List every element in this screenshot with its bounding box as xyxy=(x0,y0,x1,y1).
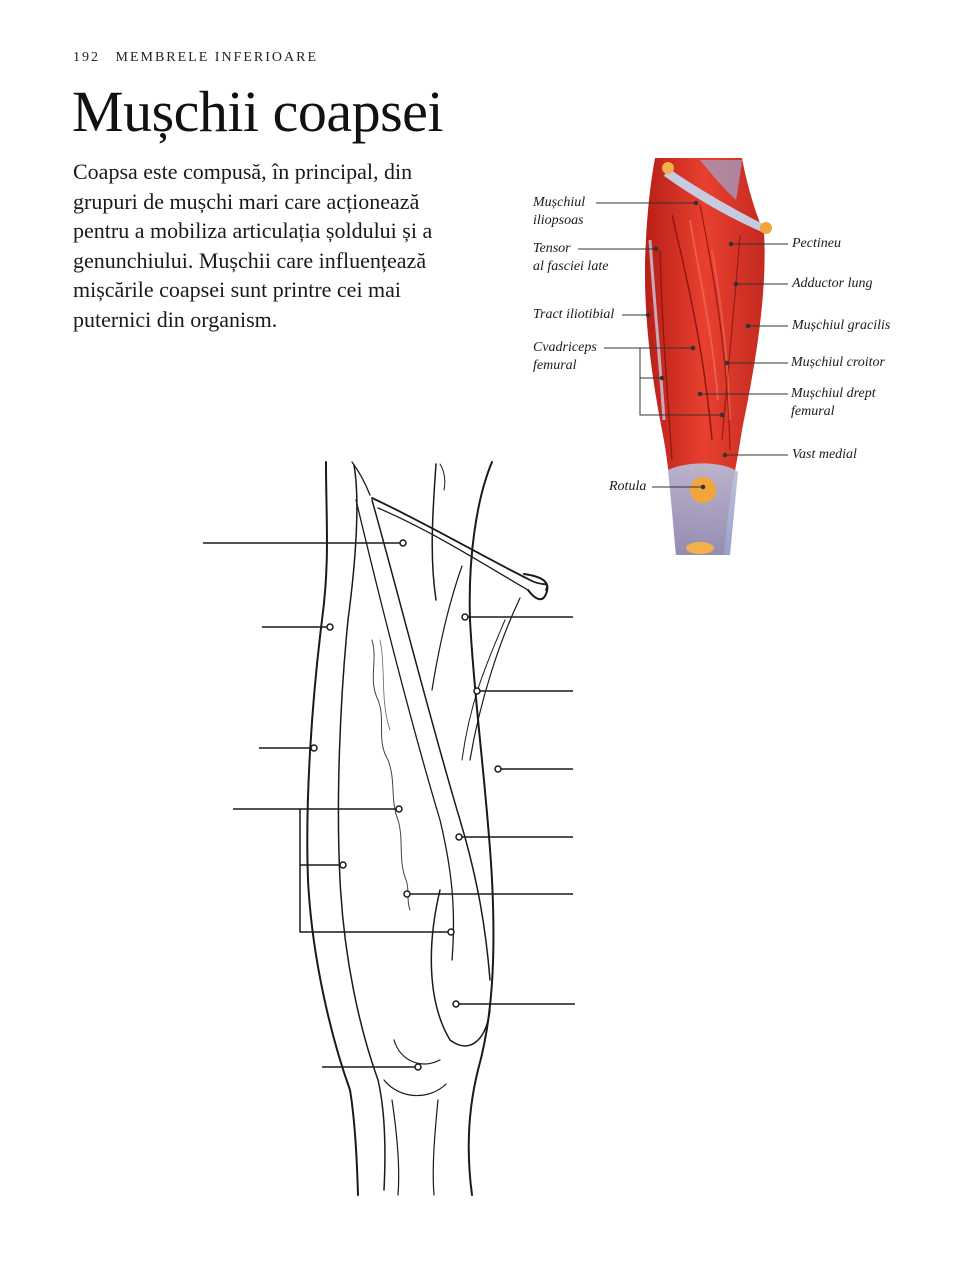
label-pectineus: Pectineu xyxy=(792,236,841,251)
label-vastus-medialis: Vast medial xyxy=(792,447,857,462)
page-title: Mușchii coapsei xyxy=(72,79,444,144)
label-adductor-longus: Adductor lung xyxy=(792,276,873,291)
label-sartorius: Mușchiul croitor xyxy=(791,355,885,370)
section-title: MEMBRELE INFERIOARE xyxy=(115,50,318,65)
colored-leader-lines xyxy=(578,200,788,490)
outline-leader-lines xyxy=(203,542,575,1068)
label-quadriceps: Cvadriceps femural xyxy=(533,340,597,373)
colored-thigh-illustration xyxy=(644,158,772,555)
label-iliotibial-tract: Tract iliotibial xyxy=(533,307,615,322)
label-iliopsoas: Mușchiul iliopsoas xyxy=(533,195,586,228)
outline-leader-endpoints xyxy=(310,539,502,1071)
label-gracilis: Mușchiul gracilis xyxy=(792,318,891,333)
label-tensor-fasciae-latae: Tensor al fasciei late xyxy=(533,241,609,274)
page-number: 192 xyxy=(73,50,100,65)
intro-paragraph: Coapsa este compusă, în principal, din g… xyxy=(73,159,433,332)
outline-thigh-drawing xyxy=(306,461,549,1196)
running-head: 192 MEMBRELE INFERIOARE xyxy=(73,50,318,66)
label-rectus-femoris: Mușchiul drept femural xyxy=(791,386,876,419)
label-patella: Rotula xyxy=(609,479,647,494)
